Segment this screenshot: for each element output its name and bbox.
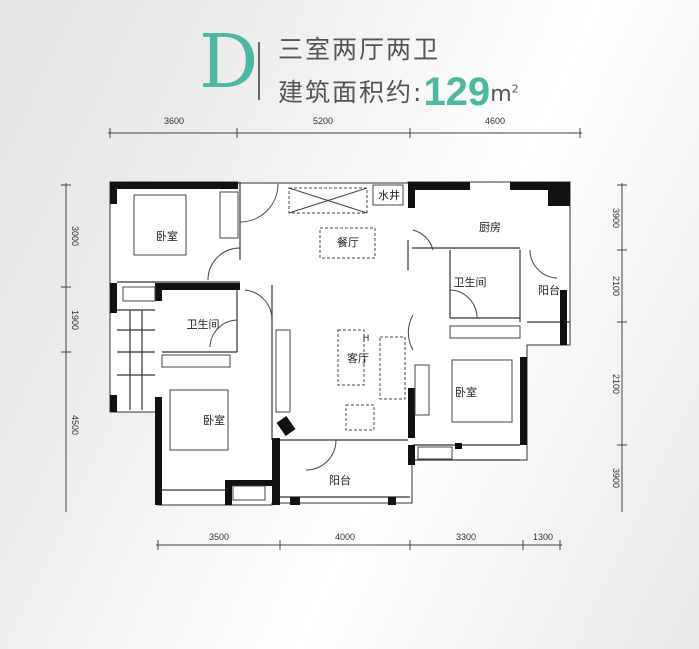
wardrobe-right — [449, 325, 521, 339]
dim-left-1: 3000 — [70, 226, 80, 246]
area-unit: m2 — [490, 82, 519, 107]
water-shaft-box — [372, 184, 404, 206]
bed-bottom-left — [169, 389, 229, 451]
layout-description: 三室两厅两卫 — [278, 35, 441, 64]
cabinet-entry — [288, 187, 368, 214]
area-value: 129 — [423, 70, 491, 114]
armchair — [345, 404, 375, 431]
dim-right-1: 3900 — [611, 208, 621, 228]
dim-top-1: 3600 — [164, 116, 184, 126]
dim-bottom-3: 3300 — [456, 532, 476, 542]
dim-top-3: 4600 — [485, 116, 505, 126]
dim-bottom-2: 4000 — [335, 532, 355, 542]
ac-unit-right — [417, 446, 453, 460]
dim-left-2: 1900 — [70, 310, 80, 330]
room-bedroom-right: 卧室 — [455, 385, 477, 399]
area-label: 建筑面积约: — [278, 78, 424, 107]
sofa — [379, 336, 406, 400]
area-line: 建筑面积约:129m2 — [278, 70, 519, 115]
bed-top-left — [133, 194, 187, 256]
bed-right — [451, 359, 513, 423]
dim-right-4: 3900 — [611, 468, 621, 488]
room-bathroom-left: 卫生间 — [187, 317, 220, 331]
dim-top-2: 5200 — [313, 116, 333, 126]
desk-right — [414, 364, 430, 416]
ac-unit-left — [122, 286, 156, 302]
wardrobe-top-left — [219, 191, 239, 239]
coffee-table — [337, 329, 365, 386]
dimension-lines — [61, 128, 627, 550]
furniture — [122, 184, 521, 501]
room-bathroom-right: 卫生间 — [454, 275, 487, 289]
dim-right-3: 2100 — [611, 374, 621, 394]
door-swings — [207, 183, 558, 471]
dim-right-2: 2100 — [611, 276, 621, 296]
structural-walls — [110, 182, 570, 505]
room-living: 客厅 — [347, 351, 369, 365]
wardrobe-left — [161, 354, 231, 368]
room-water-shaft: 水井 — [378, 188, 400, 202]
floorplan-header: D 三室两厅两卫 建筑面积约:129m2 — [0, 0, 699, 114]
room-kitchen: 厨房 — [479, 221, 501, 234]
dim-bottom-4: 1300 — [533, 532, 553, 542]
room-bedroom-bottom-left: 卧室 — [203, 413, 225, 427]
dimension-labels: 3600 5200 4600 3500 4000 3300 1300 3000 … — [70, 116, 621, 542]
room-balcony-bottom: 阳台 — [329, 473, 351, 487]
room-dining: 餐厅 — [337, 235, 359, 249]
dim-bottom-1: 3500 — [209, 532, 229, 542]
room-balcony-right: 阳台 — [538, 283, 560, 297]
header-divider — [258, 42, 260, 100]
unit-type-letter: D — [199, 19, 259, 105]
plan-floor — [109, 181, 571, 506]
living-h-mark: H — [363, 334, 370, 344]
dining-table — [319, 227, 376, 259]
ac-unit-bottom — [232, 485, 266, 501]
dim-left-3: 4500 — [70, 415, 80, 435]
tv-cabinet — [275, 329, 291, 413]
room-bedroom-top-left: 卧室 — [156, 229, 178, 243]
room-labels: 卧室 餐厅 水井 厨房 卫生间 阳台 卫生间 客厅 H 卧室 卧室 阳台 — [156, 188, 560, 487]
